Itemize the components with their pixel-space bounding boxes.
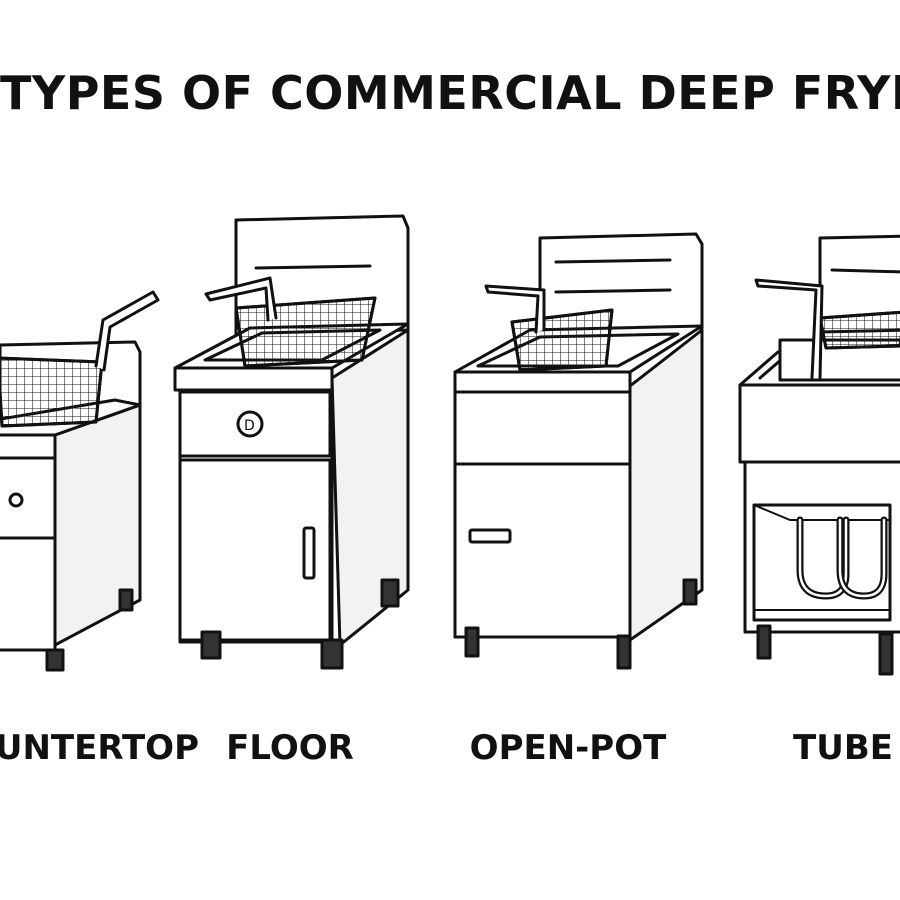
tube-fryer	[738, 234, 900, 676]
floor-fryer: D	[173, 214, 410, 670]
fryer-label-countertop: COUNTERTOP	[0, 728, 199, 768]
fryer-label-floor: FLOOR	[226, 728, 354, 768]
countertop-fryer	[0, 290, 160, 672]
svg-text:D: D	[244, 418, 255, 434]
page-title: TYPES OF COMMERCIAL DEEP FRYERS	[0, 66, 900, 120]
open-pot-fryer	[453, 232, 704, 670]
fryer-label-tube: TUBE	[793, 728, 893, 768]
fryer-label-open-pot: OPEN-POT	[470, 728, 667, 768]
